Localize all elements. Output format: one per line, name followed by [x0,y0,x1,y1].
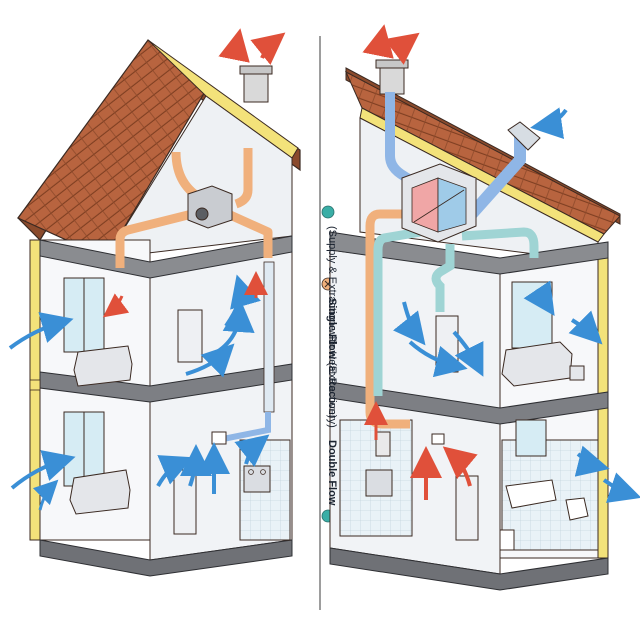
sofa-upper [73,345,133,387]
exhaust-arrow [250,32,286,65]
exhaust-arrow [218,28,250,63]
fresh-air-arrow [10,450,76,490]
ground-slab [329,547,609,591]
transfer-air-arrow [234,434,270,467]
transfer-air-arrow [179,444,212,487]
slab-insulation [29,379,41,391]
transfer-air-arrow [185,343,235,378]
toilet [565,497,589,521]
air-arrow [574,445,610,477]
exhaust-arrow [362,24,394,59]
extract-duct-to-chimney [234,148,253,209]
vertical-shaft [263,261,275,413]
burner [248,469,254,475]
single-flow-house [8,28,301,577]
air-arrow [602,472,640,503]
exhaust-duct-chimney [385,92,423,191]
door-lower [455,475,479,541]
transfer-air-arrow [156,455,194,487]
stove [243,465,271,493]
double-flow-badge-top [321,205,335,219]
ground-slab [39,539,293,577]
chimney-cap [375,59,409,69]
double-flow-subtitle: (Supply & Extraction with Heat Recovery) [326,226,338,428]
double-flow-label: (Supply & Extraction with Heat Recovery) [326,226,338,428]
fresh-air-arrow [8,312,74,350]
fan-icon [195,207,209,221]
bed [501,341,573,387]
extract-duct-attic-left [115,207,202,268]
burner [260,469,266,475]
floor-slab-upper [329,381,609,425]
chimney-cap [239,65,273,75]
bathtub [505,479,557,509]
double-flow-title-label: Double Flow [326,440,338,505]
double-flow-house [329,24,640,591]
window-bedroom [511,281,553,349]
exchanger-core [413,189,465,223]
supply-duct-bedroom [461,227,539,258]
cabinet [375,431,391,457]
exhaust-arrow [384,32,420,65]
supply-air-arrow [408,340,468,378]
chimney [379,65,405,95]
supply-duct-vertical [373,227,421,396]
stove [365,469,393,497]
transfer-air-arrow [224,274,261,328]
double-flow-title: Double Flow [326,440,338,506]
cool-exchange-panel [437,177,467,233]
supply-air-arrow [452,330,484,377]
supply-air-arrow [393,301,426,346]
supply-air-arrow [568,310,603,345]
extract-duct-down [226,209,273,258]
door-upper [177,309,203,363]
sink [499,529,515,551]
supply-air-arrow [523,280,555,316]
air-arrow [32,479,59,511]
ceiling-slab [329,231,609,275]
nightstand [569,365,585,381]
stale-air-arrow [442,446,478,487]
extraction-fan-unit [187,185,233,229]
ceiling-slab [39,235,293,279]
transfer-air-arrow [209,300,255,358]
supply-vent [431,433,445,445]
fresh-air-arrow [530,107,568,140]
warm-exchange-panel [411,177,439,233]
extract-vent [211,431,227,445]
stale-air-arrow [102,293,130,318]
roof-air-intake [507,121,541,151]
window-bathroom [515,419,547,457]
supply-duct-room [431,244,455,312]
chimney [243,71,269,103]
